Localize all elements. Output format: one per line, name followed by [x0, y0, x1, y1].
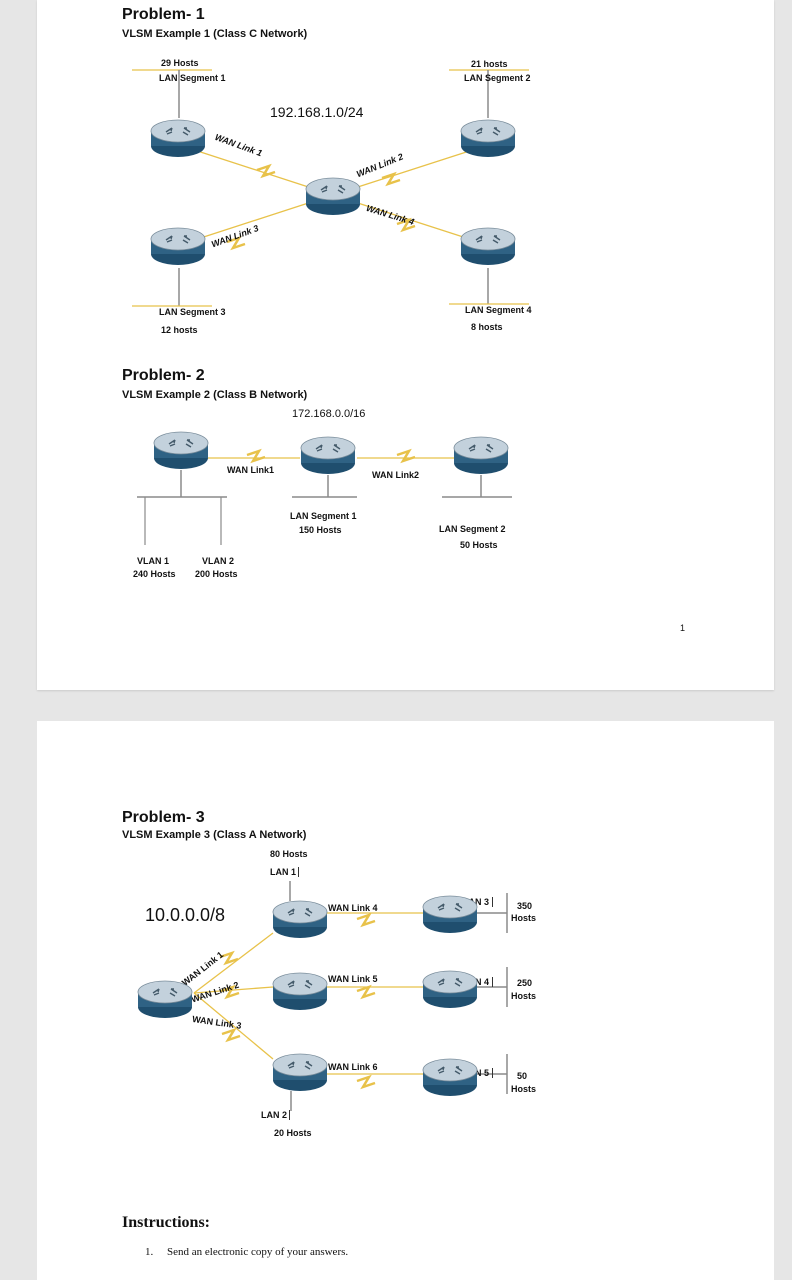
problem3-lan1-label: LAN 1 — [270, 867, 300, 877]
problem2-lan1-label: LAN Segment 1 — [290, 511, 357, 521]
problem1-lan4-label: LAN Segment 4 — [465, 305, 532, 315]
problem1-lan3-hosts: 12 hosts — [161, 325, 198, 335]
router-icon — [150, 226, 206, 266]
problem3-lan1-hosts: 80 Hosts — [270, 849, 308, 859]
router-icon — [150, 118, 206, 158]
router-icon — [272, 899, 328, 939]
problem1-network-address: 192.168.1.0/24 — [270, 104, 364, 120]
problem2-vlan1-label: VLAN 1 — [137, 556, 170, 566]
page-number: 1 — [680, 623, 686, 633]
page1-diagram-lines — [132, 69, 529, 545]
problem3-network-address: 10.0.0.0/8 — [145, 905, 226, 925]
instructions-item-1-text: Send an electronic copy of your answers. — [167, 1246, 349, 1258]
problem2-network-address: 172.168.0.0/16 — [292, 408, 366, 420]
router-icon — [460, 118, 516, 158]
problem1-title: Problem- 1 — [122, 6, 205, 23]
router-icon — [460, 226, 516, 266]
problem3-lan3-hosts-word: Hosts — [511, 913, 537, 923]
problem2-lan2-label: LAN Segment 2 — [439, 524, 506, 534]
problem1-lan3-label: LAN Segment 3 — [159, 307, 226, 317]
problem3-wan-link-5: WAN Link 5 — [328, 974, 378, 984]
router-icon — [153, 430, 209, 470]
problem3-wan-link-4: WAN Link 4 — [328, 903, 378, 913]
router-icon — [422, 894, 478, 934]
page2-diagram-lines — [193, 881, 508, 1111]
problem2-wan-link-2: WAN Link2 — [372, 470, 420, 480]
problem3-lan3-label: LAN 3 — [463, 897, 494, 907]
document-page-2: Problem- 3 VLSM Example 3 (Class A Netwo… — [37, 721, 774, 1280]
instructions-item-1-number: 1. — [145, 1246, 154, 1258]
problem2-lan1-hosts: 150 Hosts — [299, 525, 342, 535]
problem3-subtitle: VLSM Example 3 (Class A Network) — [122, 829, 307, 841]
router-icon — [305, 176, 361, 216]
problem1-lan2-hosts: 21 hosts — [471, 59, 508, 69]
problem1-lan2-label: LAN Segment 2 — [464, 73, 531, 83]
instructions-heading: Instructions: — [122, 1214, 211, 1231]
problem1-lan1-label: LAN Segment 1 — [159, 73, 226, 83]
problem2-vlan2-hosts: 200 Hosts — [195, 569, 238, 579]
problem3-lan2-label: LAN 2 — [261, 1110, 291, 1120]
problem3-lan5-hosts-word: Hosts — [511, 1084, 537, 1094]
router-icon — [300, 435, 356, 475]
router-icon — [422, 1057, 478, 1097]
problem1-subtitle: VLSM Example 1 (Class C Network) — [122, 28, 308, 40]
problem2-vlan2-label: VLAN 2 — [202, 556, 235, 566]
problem1-lan1-hosts: 29 Hosts — [161, 58, 199, 68]
problem3-lan2-hosts: 20 Hosts — [274, 1128, 312, 1138]
problem3-lan4-hosts-word: Hosts — [511, 991, 537, 1001]
document-page-1: Problem- 1 VLSM Example 1 (Class C Netwo… — [37, 0, 774, 690]
problem1-lan4-hosts: 8 hosts — [471, 322, 503, 332]
router-icon — [137, 979, 193, 1019]
problem3-wan-link-6: WAN Link 6 — [328, 1062, 378, 1072]
router-icon — [272, 971, 328, 1011]
problem2-vlan1-hosts: 240 Hosts — [133, 569, 176, 579]
problem2-lan2-hosts: 50 Hosts — [460, 540, 498, 550]
problem2-wan-link-1: WAN Link1 — [227, 465, 275, 475]
router-icon — [453, 435, 509, 475]
problem3-lan5-hosts-number: 50 — [517, 1071, 528, 1081]
router-icon — [422, 969, 478, 1009]
problem2-subtitle: VLSM Example 2 (Class B Network) — [122, 389, 308, 401]
problem3-lan4-hosts-number: 250 — [517, 978, 533, 988]
problem3-lan3-hosts-number: 350 — [517, 901, 533, 911]
problem3-title: Problem- 3 — [122, 809, 205, 826]
router-icon — [272, 1052, 328, 1092]
problem2-title: Problem- 2 — [122, 367, 205, 384]
